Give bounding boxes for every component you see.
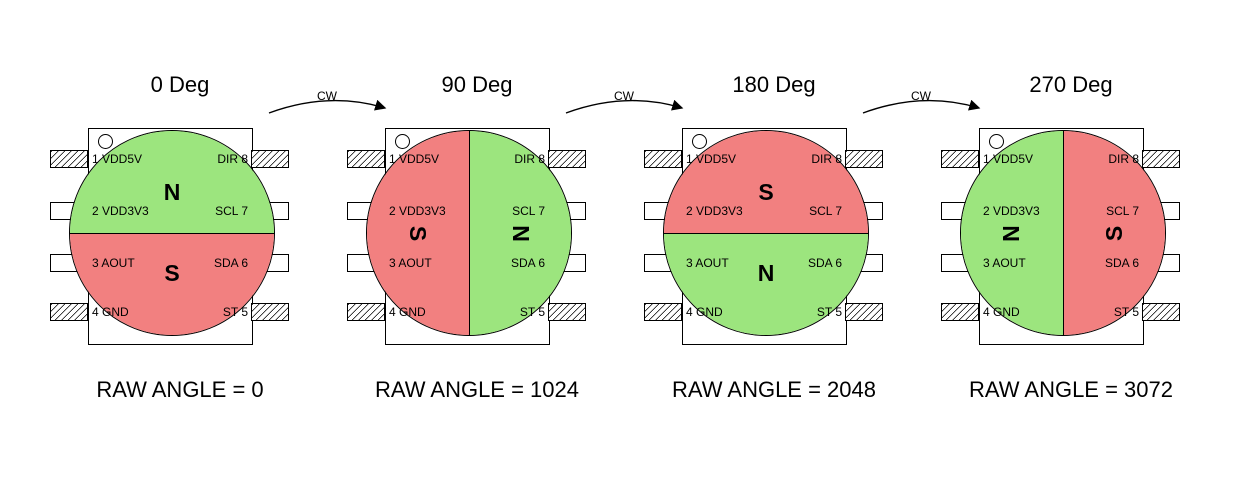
pin-8-pad — [548, 150, 586, 168]
pole-label: N — [757, 259, 775, 286]
pin-5-pad — [251, 303, 289, 321]
arrow-curve — [862, 99, 981, 114]
panel-270-deg: 270 Deg N S 1 VDD5V 2 VDD3V3 3 AOUT 4 GN… — [921, 0, 1221, 480]
pin-5-pad — [548, 303, 586, 321]
pin-1-pad — [50, 150, 88, 168]
panel-title: 180 Deg — [732, 72, 816, 97]
pin-4-pad — [941, 303, 979, 321]
pin-8-label: DIR 8 — [811, 152, 842, 166]
pin-2-label: 2 VDD3V3 — [389, 204, 446, 218]
pin-4-label: 4 GND — [389, 305, 426, 319]
panel-title: 90 Deg — [441, 72, 513, 97]
pin-5-label: ST 5 — [816, 305, 842, 319]
raw-angle-label: RAW ANGLE = 2048 — [671, 377, 876, 402]
pin-4-pad — [644, 303, 682, 321]
pin-1-label: 1 VDD5V — [983, 152, 1034, 166]
pin1-indicator — [98, 134, 113, 149]
arrow-curve — [565, 99, 684, 114]
panel-title: 270 Deg — [1029, 72, 1113, 97]
panel-0-deg: 0 Deg N S 1 VDD5V 2 VDD3V3 3 AOUT 4 GND … — [30, 0, 330, 480]
pole-label: N — [507, 224, 534, 242]
cw-label: CW — [614, 89, 635, 103]
pole-label: S — [405, 225, 432, 241]
pin-2-label: 2 VDD3V3 — [983, 204, 1040, 218]
pin-4-label: 4 GND — [92, 305, 129, 319]
pin-5-label: ST 5 — [1113, 305, 1139, 319]
raw-angle-label: RAW ANGLE = 3072 — [968, 377, 1173, 402]
pin-5-pad — [845, 303, 883, 321]
pin-1-label: 1 VDD5V — [686, 152, 737, 166]
pin-3-label: 3 AOUT — [389, 256, 432, 270]
panel-title: 0 Deg — [150, 72, 210, 97]
pin-1-pad — [644, 150, 682, 168]
pin-4-pad — [347, 303, 385, 321]
cw-label: CW — [911, 89, 932, 103]
pole-label: N — [163, 179, 181, 206]
pin-4-label: 4 GND — [686, 305, 723, 319]
panel-90-deg: 90 Deg S N 1 VDD5V 2 VDD3V3 3 AOUT 4 GND… — [327, 0, 627, 480]
arrow-curve — [268, 99, 387, 114]
pole-label: N — [998, 224, 1025, 242]
pin-7-label: SCL 7 — [809, 204, 842, 218]
pin-5-label: ST 5 — [222, 305, 248, 319]
cw-arrow-1: CW — [268, 89, 387, 114]
raw-angle-label: RAW ANGLE = 0 — [96, 377, 264, 402]
pin-8-pad — [251, 150, 289, 168]
pin-2-label: 2 VDD3V3 — [92, 204, 149, 218]
pin-1-label: 1 VDD5V — [92, 152, 143, 166]
pole-label: S — [164, 259, 180, 286]
pin-7-label: SCL 7 — [215, 204, 248, 218]
pole-label: S — [1100, 225, 1127, 241]
pin-8-pad — [1142, 150, 1180, 168]
pin-6-label: SDA 6 — [807, 256, 842, 270]
pin-8-label: DIR 8 — [217, 152, 248, 166]
pin-5-pad — [1142, 303, 1180, 321]
pin-3-label: 3 AOUT — [92, 256, 135, 270]
cw-arrow-3: CW — [862, 89, 981, 114]
pin-8-pad — [845, 150, 883, 168]
pin-1-label: 1 VDD5V — [389, 152, 440, 166]
cw-arrow-2: CW — [565, 89, 684, 114]
panel-180-deg: 180 Deg S N 1 VDD5V 2 VDD3V3 3 AOUT 4 GN… — [624, 0, 924, 480]
pin1-indicator — [692, 134, 707, 149]
pin-6-label: SDA 6 — [213, 256, 248, 270]
pin1-indicator — [989, 134, 1004, 149]
pin-4-pad — [50, 303, 88, 321]
pin-3-label: 3 AOUT — [983, 256, 1026, 270]
pin-1-pad — [347, 150, 385, 168]
pin-3-label: 3 AOUT — [686, 256, 729, 270]
pin-6-label: SDA 6 — [1104, 256, 1139, 270]
pin-7-label: SCL 7 — [512, 204, 545, 218]
cw-label: CW — [317, 89, 338, 103]
pin-5-label: ST 5 — [519, 305, 545, 319]
pin-6-label: SDA 6 — [510, 256, 545, 270]
pin-7-label: SCL 7 — [1106, 204, 1139, 218]
pin-4-label: 4 GND — [983, 305, 1020, 319]
pin-8-label: DIR 8 — [1108, 152, 1139, 166]
pin-8-label: DIR 8 — [514, 152, 545, 166]
pin-1-pad — [941, 150, 979, 168]
raw-angle-label: RAW ANGLE = 1024 — [374, 377, 579, 402]
pole-label: S — [758, 179, 774, 206]
pin1-indicator — [395, 134, 410, 149]
pin-2-label: 2 VDD3V3 — [686, 204, 743, 218]
